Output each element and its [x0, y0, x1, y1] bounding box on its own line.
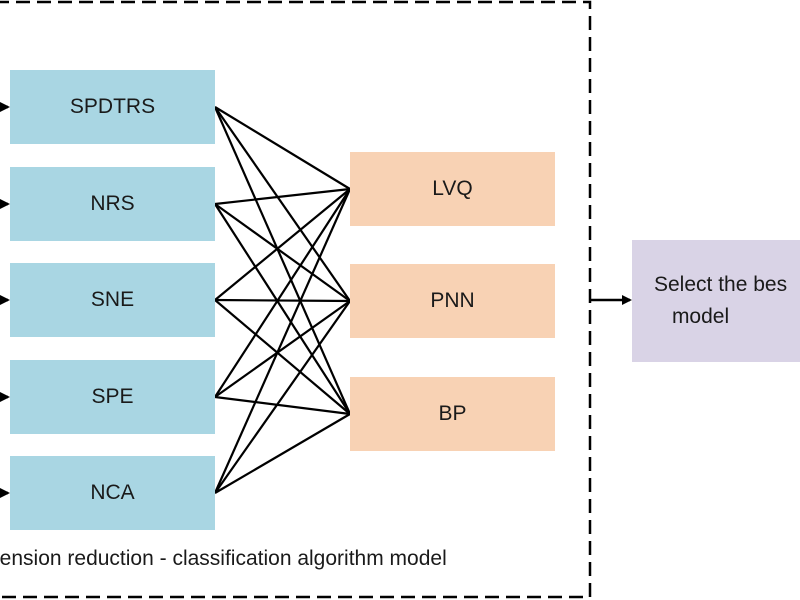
box-nca: NCA [10, 456, 215, 530]
entry-arrows [0, 102, 10, 498]
box-spdtrs: SPDTRS [10, 70, 215, 144]
box-spe-label: SPE [91, 385, 134, 408]
box-sne-label: SNE [90, 288, 135, 311]
connection-sne-lvq [214, 188, 351, 301]
box-pnn-label: PNN [430, 289, 475, 312]
connection-spe-bp [214, 395, 351, 416]
box-nca-label: NCA [90, 481, 135, 504]
connection-spdtrs-bp [213, 106, 352, 415]
connection-lines [213, 106, 352, 494]
connection-nca-bp [214, 413, 351, 494]
box-sne: SNE [10, 263, 215, 337]
box-bp: BP [350, 377, 555, 451]
connection-nca-lvq [213, 188, 352, 494]
select-box-line2: model [671, 305, 730, 328]
box-nrs: NRS [10, 167, 215, 241]
connection-nrs-pnn [214, 203, 351, 302]
connection-nrs-bp [214, 203, 351, 415]
box-nrs-label: NRS [90, 192, 135, 215]
connection-spdtrs-lvq [214, 106, 351, 190]
group-caption: nension reduction - classification algor… [0, 547, 447, 570]
connection-nrs-lvq [214, 187, 351, 206]
select-best-model-box: Select the bes model [632, 240, 800, 362]
box-bp-label: BP [438, 402, 467, 425]
connection-sne-bp [214, 299, 351, 415]
box-lvq-label: LVQ [432, 177, 473, 200]
connection-spe-lvq [214, 188, 351, 398]
connection-spdtrs-pnn [214, 106, 351, 302]
connection-spe-pnn [214, 300, 351, 398]
connection-sne-pnn [214, 298, 351, 303]
connection-nca-pnn [214, 300, 351, 494]
box-spe: SPE [10, 360, 215, 434]
box-pnn: PNN [350, 264, 555, 338]
box-spdtrs-label: SPDTRS [69, 95, 156, 118]
select-box-line1: Select the bes [654, 273, 788, 296]
box-lvq: LVQ [350, 152, 555, 226]
